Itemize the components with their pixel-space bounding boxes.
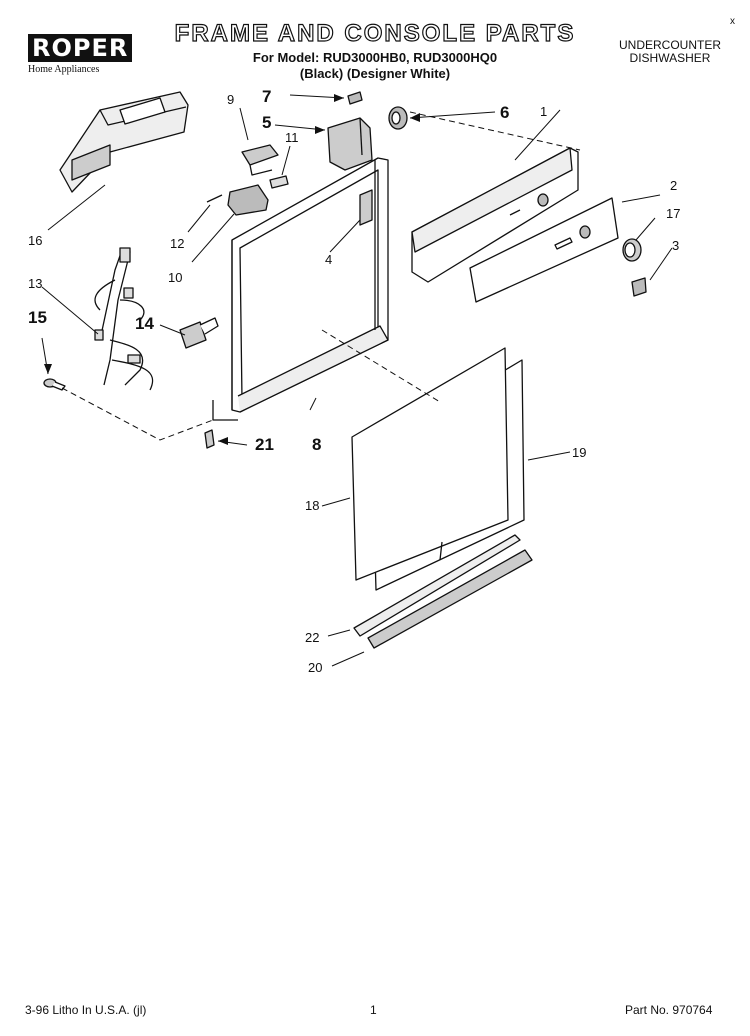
footer-litho: 3-96 Litho In U.S.A. (jl): [25, 1003, 147, 1017]
callout-18: 18: [305, 498, 320, 513]
part-10-latch: [227, 184, 269, 216]
corner-mark: x: [730, 16, 735, 27]
callout-17: 17: [666, 206, 681, 221]
part-20-bottom-trim: [367, 549, 533, 649]
callout-14: 14: [135, 314, 154, 333]
part-3-bracket: [631, 277, 647, 297]
part-15-screw: [43, 378, 66, 391]
part-16-vent-housing: [59, 91, 189, 193]
part-5-switch: [327, 117, 373, 171]
callout-6: 6: [500, 103, 510, 122]
brand-tagline: Home Appliances: [28, 64, 100, 75]
part-2-control-panel: [469, 197, 619, 303]
callout-3: 3: [672, 238, 680, 253]
product-type-line2: DISHWASHER: [629, 51, 711, 65]
colors-line: (Black) (Designer White): [299, 66, 451, 81]
brand-logo: ROPER Home Appliances: [28, 34, 136, 75]
callout-20: 20: [308, 660, 323, 675]
callout-12: 12: [170, 236, 185, 251]
callout-21: 21: [255, 435, 274, 454]
callout-22: 22: [305, 630, 320, 645]
models-line: For Model: RUD3000HB0, RUD3000HQ0: [252, 50, 498, 65]
footer-part-number: Part No. 970764: [625, 1003, 713, 1017]
page-title: FRAME AND CONSOLE PARTS: [174, 19, 576, 47]
part-17-knob: [622, 238, 642, 262]
part-13-wire-harness: [94, 247, 154, 391]
part-7-screw: [347, 91, 363, 105]
callout-7: 7: [262, 87, 272, 106]
callout-19: 19: [572, 445, 587, 460]
callout-5: 5: [262, 113, 272, 132]
part-1-console: [411, 147, 579, 283]
callout-15: 15: [28, 308, 47, 327]
callout-8: 8: [312, 435, 322, 454]
callout-2: 2: [670, 178, 678, 193]
part-14-connector: [179, 317, 219, 349]
part-4-latch-strike: [359, 189, 373, 226]
product-type-line1: UNDERCOUNTER: [619, 38, 721, 52]
part-22-trim: [353, 534, 521, 637]
part-18-inner-panel: [351, 347, 509, 581]
callout-13: 13: [28, 276, 43, 291]
part-21-clip: [204, 429, 215, 449]
callout-16: 16: [28, 233, 43, 248]
part-6-dial: [388, 106, 408, 130]
callout-9: 9: [227, 92, 235, 107]
callout-11: 11: [285, 130, 299, 145]
part-9-bracket: [241, 144, 279, 176]
part-8-door-frame: [212, 157, 389, 421]
callout-1: 1: [540, 104, 548, 119]
callout-10: 10: [168, 270, 183, 285]
brand-name: ROPER: [28, 34, 133, 62]
part-12-pin: [206, 194, 223, 203]
callout-4: 4: [325, 252, 333, 267]
footer-page-number: 1: [370, 1003, 377, 1017]
part-11-clip: [269, 175, 289, 189]
